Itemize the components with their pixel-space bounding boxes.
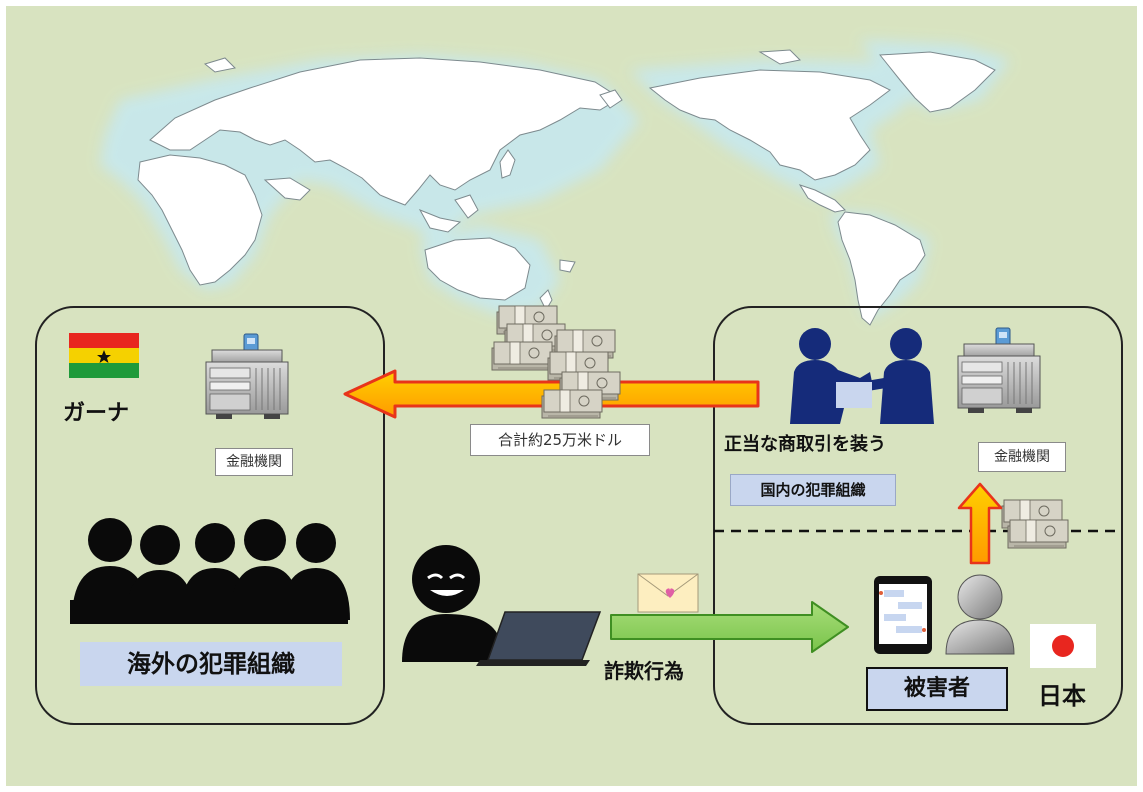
ghana-flag-icon: [69, 333, 139, 378]
victim-label: 被害者: [866, 667, 1008, 711]
ghana-region-box: [35, 306, 385, 725]
deposit-arrow: [957, 482, 1003, 565]
business-handshake-icon: [790, 328, 934, 424]
japan-bank-label: 金融機関: [978, 442, 1066, 472]
victim-person-icon: [945, 574, 1015, 655]
world-map-icon: [100, 40, 1010, 326]
criminal-group-icon: [70, 518, 350, 624]
japan-flag-icon: [1030, 624, 1096, 668]
japan-country-label: 日本: [1038, 682, 1086, 710]
japan-org-label: 国内の犯罪組織: [730, 474, 896, 506]
tablet-chat-icon: [874, 576, 932, 654]
japan-region-box: [713, 306, 1123, 725]
scam-arrow: [610, 601, 849, 653]
trade-label: 正当な商取引を装う: [724, 434, 886, 455]
laptop-icon: [476, 611, 602, 666]
transfer-amount-label: 合計約25万米ドル: [470, 424, 650, 456]
hacker-icon: [402, 545, 500, 662]
ghana-org-label: 海外の犯罪組織: [80, 642, 342, 686]
scam-label: 詐欺行為: [604, 659, 684, 683]
money-stack-icon-small: [1001, 499, 1069, 549]
ghana-bank-label: 金融機関: [215, 448, 293, 476]
envelope-icon: [637, 573, 699, 613]
ghana-country-label: ガーナ: [63, 401, 130, 426]
